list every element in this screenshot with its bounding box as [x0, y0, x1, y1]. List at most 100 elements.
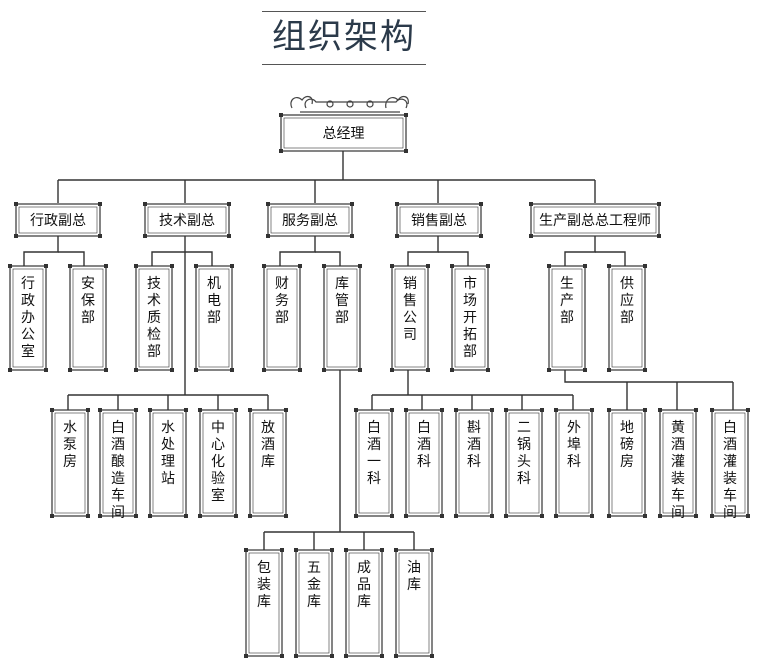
- corner-ornament-icon: [430, 548, 434, 552]
- node-mech-elec: 机电部: [194, 264, 234, 372]
- node-label: 包装库: [257, 560, 271, 610]
- node-inner-frame: [248, 552, 280, 654]
- node-inner-frame: [54, 412, 86, 514]
- node-label: 机电部: [207, 276, 221, 326]
- node-inner-frame: [611, 268, 643, 368]
- node-frame: [99, 409, 137, 517]
- node-frame: [345, 549, 383, 657]
- corner-ornament-icon: [170, 264, 174, 268]
- node-admin-office: 行政办公室: [8, 264, 48, 372]
- corner-ornament-icon: [98, 514, 102, 518]
- node-inner-frame: [508, 412, 540, 514]
- corner-ornament-icon: [330, 548, 334, 552]
- node-label: 黄酒灌装车间: [671, 419, 685, 521]
- node-lab: 中心化验室: [198, 408, 238, 518]
- node-frame: [530, 203, 660, 237]
- node-frame: [263, 265, 301, 371]
- corner-ornament-icon: [280, 548, 284, 552]
- node-vp-service: 服务副总: [266, 202, 354, 238]
- corner-ornament-icon: [134, 408, 138, 412]
- corner-ornament-icon: [280, 654, 284, 658]
- corner-ornament-icon: [50, 408, 54, 412]
- node-inner-frame: [270, 206, 350, 234]
- corner-ornament-icon: [184, 408, 188, 412]
- node-frame: [396, 203, 482, 237]
- corner-ornament-icon: [395, 202, 399, 206]
- corner-ornament-icon: [658, 514, 662, 518]
- corner-ornament-icon: [248, 514, 252, 518]
- corner-ornament-icon: [404, 113, 408, 117]
- corner-ornament-icon: [262, 264, 266, 268]
- node-warehouse-dept: 库管部: [322, 264, 362, 372]
- node-baijiu-dept: 白酒科: [404, 408, 444, 518]
- node-label: 地磅房: [620, 420, 634, 470]
- corner-ornament-icon: [298, 368, 302, 372]
- node-vp-admin: 行政副总: [14, 202, 102, 238]
- page-title: 组织架构: [272, 17, 416, 57]
- node-tech-quality: 技术质检部: [134, 264, 174, 372]
- corner-ornament-icon: [746, 408, 750, 412]
- node-frame: [608, 265, 646, 371]
- node-frame: [405, 409, 443, 517]
- node-market-dev: 市场开拓部: [450, 264, 490, 372]
- corner-ornament-icon: [294, 654, 298, 658]
- node-boxes: 总经理行政副总技术副总服务副总销售副总生产副总总工程师行政办公室安保部技术质检部…: [8, 113, 750, 658]
- corner-ornament-icon: [440, 408, 444, 412]
- corner-ornament-icon: [354, 408, 358, 412]
- node-label: 油库: [407, 560, 421, 593]
- corner-ornament-icon: [404, 149, 408, 153]
- corner-ornament-icon: [8, 368, 12, 372]
- corner-ornament-icon: [529, 202, 533, 206]
- node-inner-frame: [358, 412, 390, 514]
- corner-ornament-icon: [298, 264, 302, 268]
- corner-ornament-icon: [390, 264, 394, 268]
- node-label: 市场开拓部: [463, 275, 477, 360]
- corner-ornament-icon: [486, 264, 490, 268]
- corner-ornament-icon: [227, 202, 231, 206]
- corner-ornament-icon: [426, 368, 430, 372]
- node-frame: [323, 265, 361, 371]
- node-frame: [505, 409, 543, 517]
- node-vp-prod: 生产副总总工程师: [529, 202, 661, 238]
- node-inner-frame: [394, 268, 426, 368]
- corner-ornament-icon: [583, 264, 587, 268]
- node-label: 总经理: [323, 126, 365, 142]
- node-label: 外埠科: [567, 420, 581, 470]
- corner-ornament-icon: [322, 368, 326, 372]
- title-top-rule: [262, 11, 426, 12]
- line-service-l: [279, 236, 316, 266]
- node-frame: [548, 265, 586, 371]
- corner-ornament-icon: [390, 368, 394, 372]
- corner-ornament-icon: [194, 264, 198, 268]
- node-label: 财务部: [275, 276, 289, 326]
- node-inner-frame: [152, 412, 184, 514]
- node-oil: 油库: [394, 548, 434, 658]
- corner-ornament-icon: [657, 234, 661, 238]
- node-label: 销售公司: [403, 276, 417, 343]
- corner-ornament-icon: [262, 368, 266, 372]
- corner-ornament-icon: [554, 514, 558, 518]
- node-label: 水泵房: [63, 420, 77, 470]
- node-frame: [455, 409, 493, 517]
- corner-ornament-icon: [490, 408, 494, 412]
- node-inner-frame: [458, 412, 490, 514]
- node-label: 二锅头科: [517, 420, 531, 487]
- corner-ornament-icon: [86, 408, 90, 412]
- node-ceo: 总经理: [279, 113, 408, 153]
- corner-ornament-icon: [358, 368, 362, 372]
- node-label: 斟酒科: [467, 420, 481, 470]
- corner-ornament-icon: [344, 654, 348, 658]
- node-hardware: 五金库: [294, 548, 334, 658]
- corner-ornament-icon: [590, 514, 594, 518]
- corner-ornament-icon: [643, 368, 647, 372]
- node-inner-frame: [662, 412, 694, 514]
- corner-ornament-icon: [658, 408, 662, 412]
- node-baijiu-1: 白酒一科: [354, 408, 394, 518]
- node-supply: 供应部: [607, 264, 647, 372]
- node-frame: [451, 265, 489, 371]
- corner-ornament-icon: [8, 264, 12, 268]
- corner-ornament-icon: [148, 408, 152, 412]
- line-tech-l: [151, 236, 186, 266]
- corner-ornament-icon: [657, 202, 661, 206]
- node-frame: [391, 265, 429, 371]
